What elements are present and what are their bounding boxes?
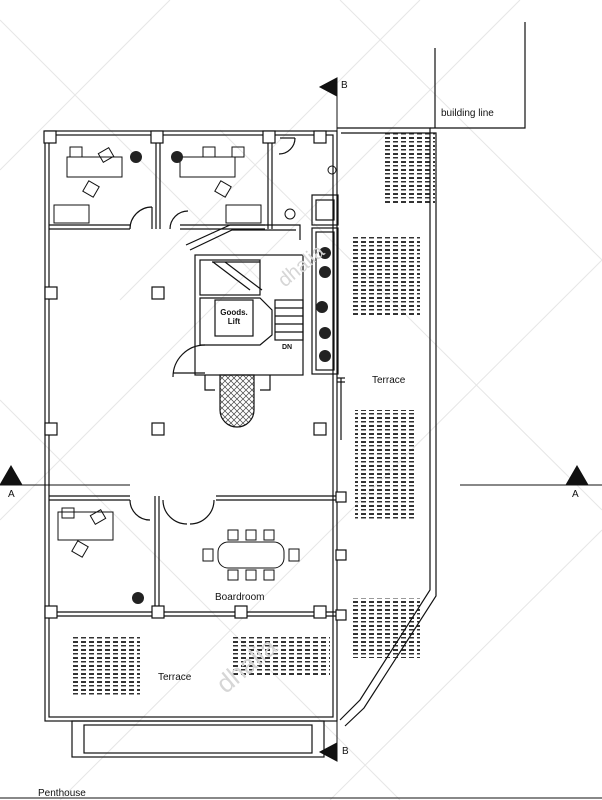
boardroom-label: Boardroom [215,592,265,603]
section-markers [0,77,602,762]
terrace-right-label: Terrace [372,375,406,386]
terrace-bottom-label: Terrace [158,672,192,683]
columns [43,130,347,621]
walls [44,22,526,758]
goods-lift-label: Goods. Lift [218,308,250,326]
section-label-b-top: B [341,80,348,91]
section-label-a-left: A [8,489,15,500]
goods-lift-label-line1: Goods. [220,308,248,317]
goods-lift-label-line2: Lift [227,317,241,326]
footer-title: Penthouse [38,788,86,799]
stair-dn-label: DN [282,344,293,351]
furniture [53,146,337,581]
section-label-a-right: A [572,489,579,500]
plants [130,151,331,604]
section-label-b-bottom: B [342,746,349,757]
terrace-tiles [70,133,435,696]
building-line-label: building line [441,108,494,119]
